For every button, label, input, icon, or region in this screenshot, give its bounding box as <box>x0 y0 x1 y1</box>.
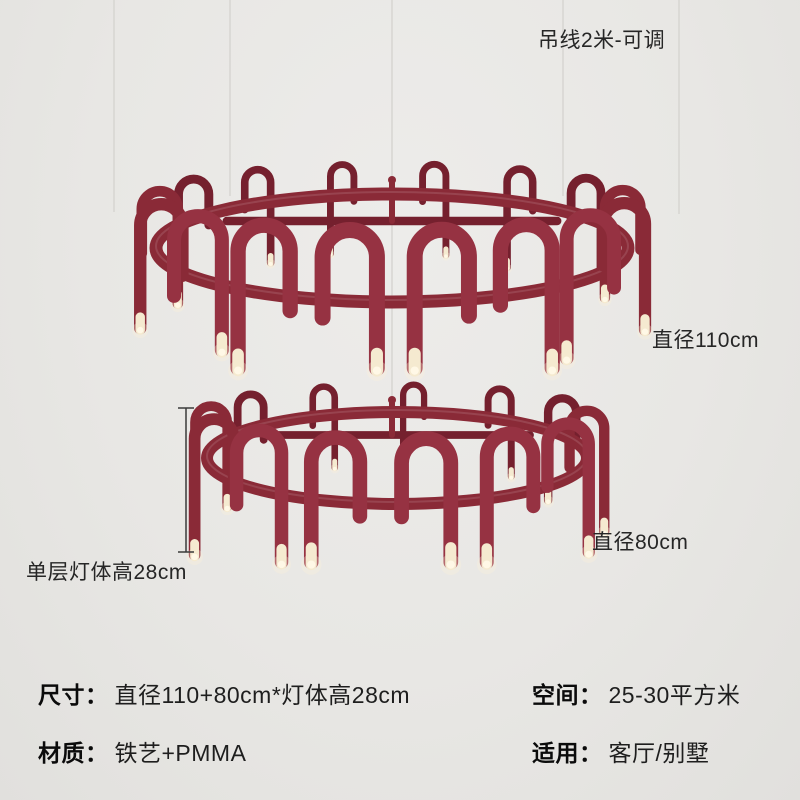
annotation-diameter-small: 直径80cm <box>592 531 689 554</box>
spec-space: 空间：25-30平方米 <box>532 676 740 710</box>
spec-space-value: 25-30平方米 <box>608 682 741 708</box>
annotation-wire-length: 吊线2米-可调 <box>538 29 666 52</box>
spec-size: 尺寸：直径110+80cm*灯体高28cm <box>38 676 410 710</box>
spec-material: 材质：铁艺+PMMA <box>38 734 246 768</box>
spec-material-value: 铁艺+PMMA <box>114 740 247 766</box>
spec-usage-label: 适用： <box>532 740 603 766</box>
spec-usage: 适用：客厅/别墅 <box>532 734 709 768</box>
spec-space-label: 空间： <box>532 682 603 708</box>
upper-chandelier-ring <box>132 161 653 381</box>
annotation-diameter-large: 直径110cm <box>652 329 759 352</box>
spec-size-value: 直径110+80cm*灯体高28cm <box>114 682 411 708</box>
lower-chandelier-ring <box>186 381 612 575</box>
spec-usage-value: 客厅/别墅 <box>608 740 710 766</box>
spec-material-label: 材质： <box>38 740 109 766</box>
annotation-single-layer-height: 单层灯体高28cm <box>26 561 187 584</box>
height-measure-line <box>178 407 194 553</box>
spec-size-label: 尺寸： <box>38 682 109 708</box>
